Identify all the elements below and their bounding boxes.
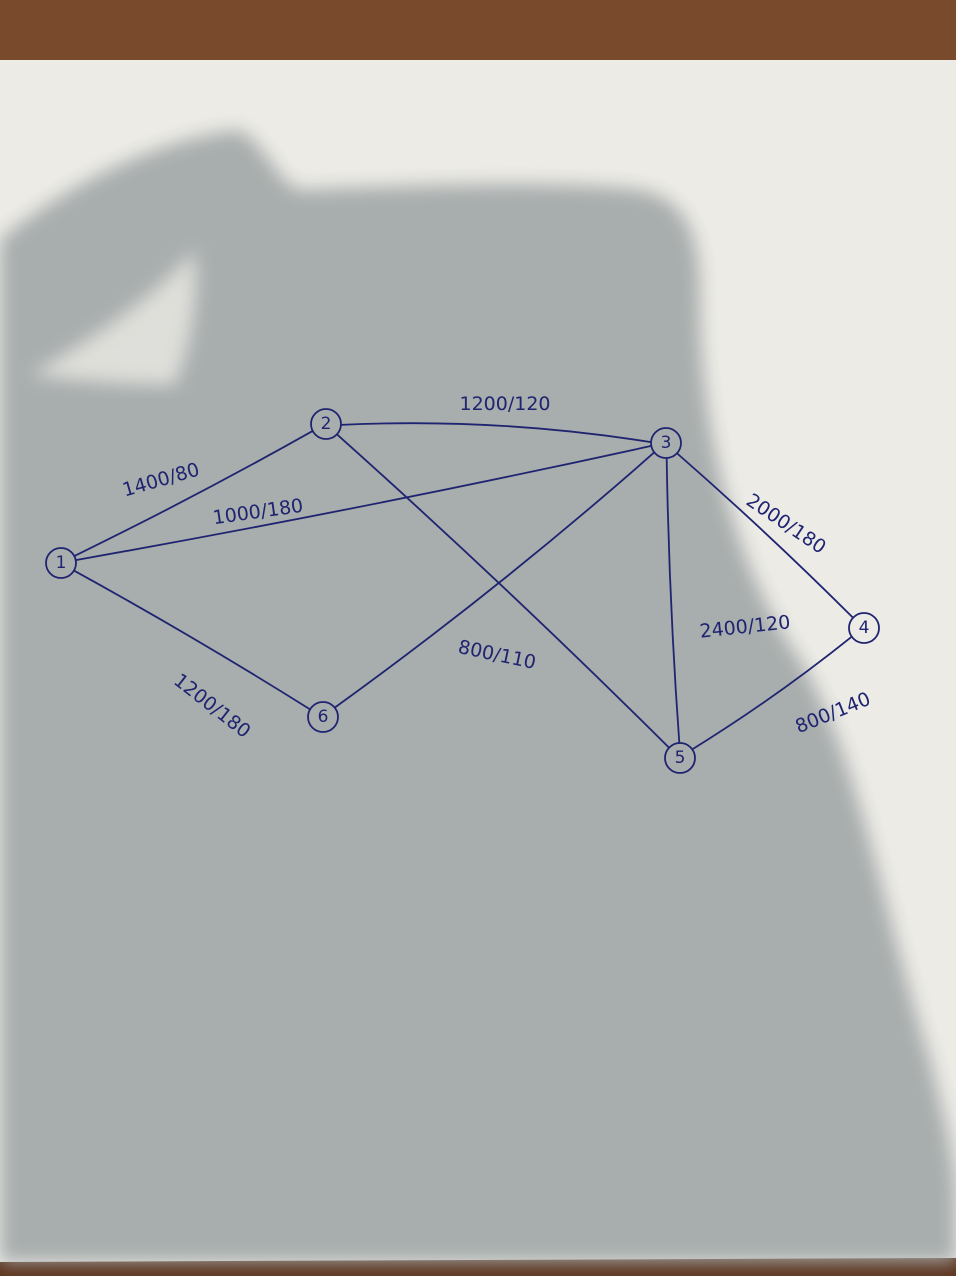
node-circle-3	[650, 427, 682, 459]
edge-1-3	[74, 445, 653, 561]
edge-label-2-3: 1200/120	[459, 393, 550, 415]
node-label-5: 5	[675, 748, 686, 768]
node-label-1: 1	[56, 553, 67, 573]
node-label-6: 6	[318, 707, 329, 727]
node-circle-2	[310, 408, 342, 440]
node-5: 5	[664, 742, 696, 774]
node-1: 1	[45, 547, 77, 579]
node-circle-1	[45, 547, 77, 579]
graph-edges	[73, 422, 854, 751]
node-label-2: 2	[321, 414, 332, 434]
table-grain-top	[0, 0, 956, 60]
hand-shadow	[0, 130, 956, 1262]
edge-5-4	[691, 635, 853, 751]
node-4: 4	[848, 612, 880, 644]
node-circle-6	[307, 701, 339, 733]
graph-nodes: 1 2 3 4 5 6	[45, 408, 880, 774]
node-label-3: 3	[661, 433, 672, 453]
node-circle-4	[848, 612, 880, 644]
edge-1-2	[73, 430, 314, 557]
table-grain-bottom	[0, 1258, 956, 1276]
edge-6-3	[333, 451, 656, 709]
edge-3-4	[676, 452, 854, 619]
edge-1-6	[73, 569, 311, 711]
node-circle-5	[664, 742, 696, 774]
edge-2-5	[336, 433, 670, 749]
edge-2-3	[340, 422, 652, 444]
edge-3-5	[665, 457, 681, 744]
node-label-4: 4	[859, 618, 870, 638]
node-6: 6	[307, 701, 339, 733]
shadow-gap	[30, 250, 197, 385]
node-3: 3	[650, 427, 682, 459]
node-2: 2	[310, 408, 342, 440]
